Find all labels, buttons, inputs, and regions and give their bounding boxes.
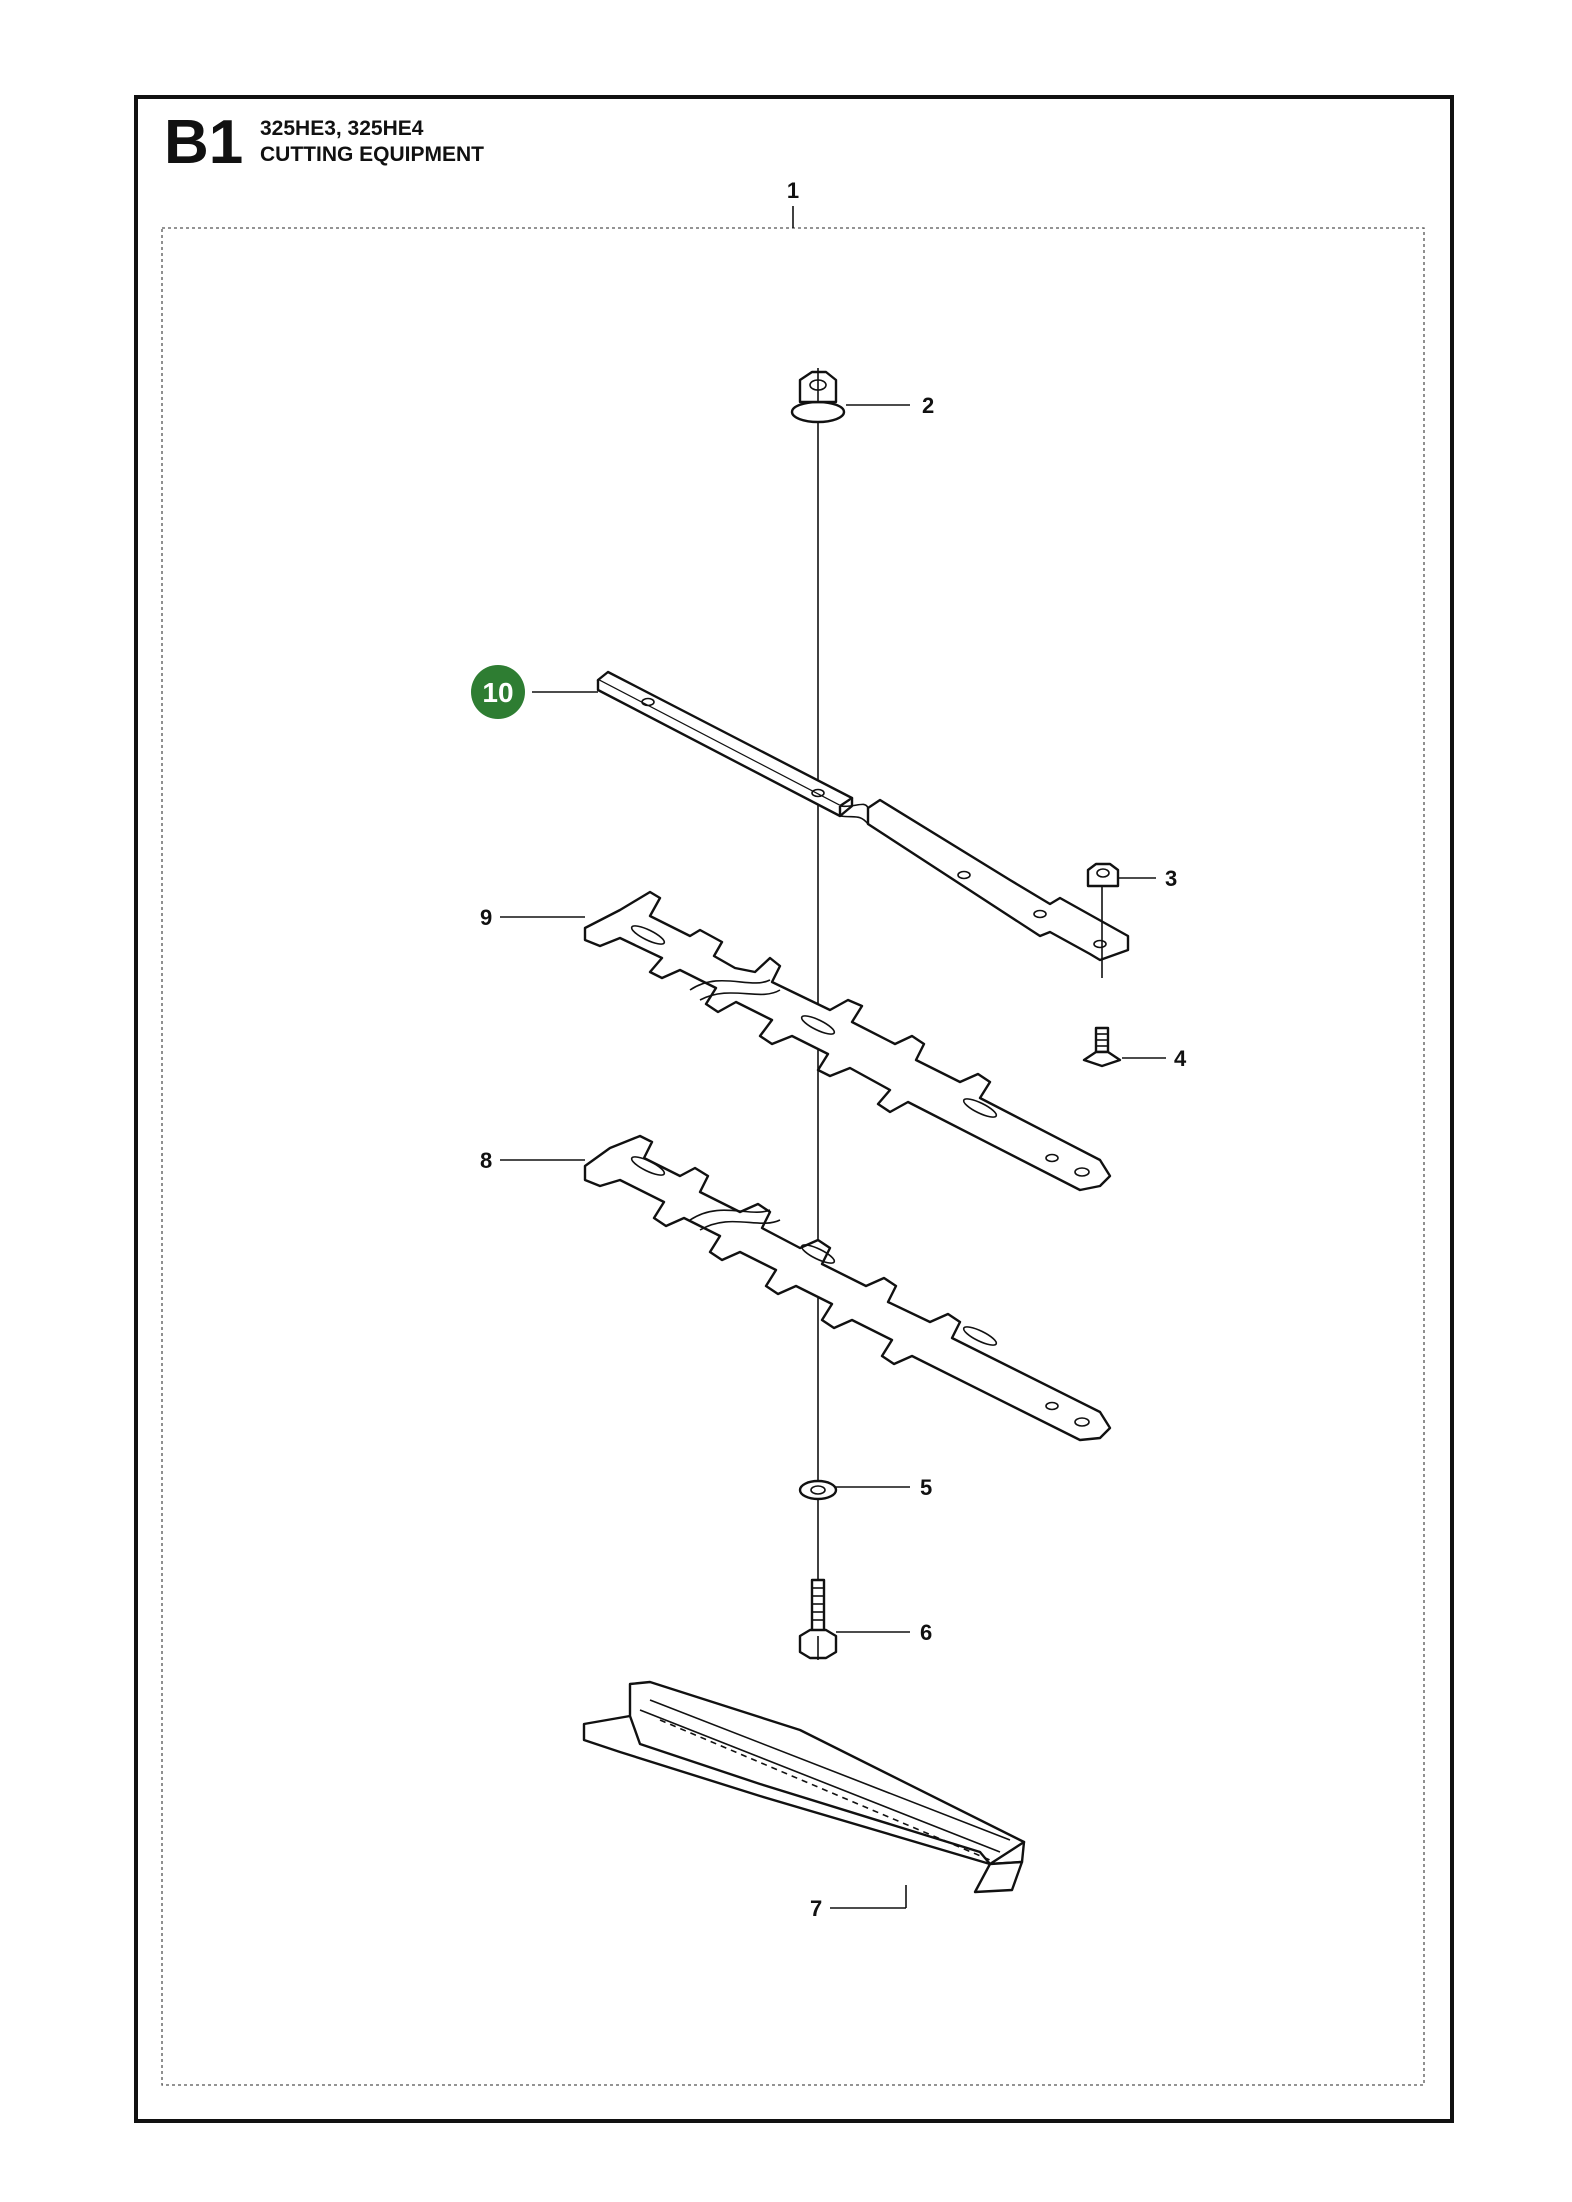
part-5-washer[interactable] — [798, 1479, 838, 1501]
callout-10-badge — [471, 665, 525, 719]
callout-3[interactable]: 3 — [1165, 866, 1177, 891]
callout-8[interactable]: 8 — [480, 1148, 492, 1173]
part-6-bolt[interactable] — [798, 1578, 838, 1660]
section-code: B1 — [164, 108, 244, 177]
callout-10[interactable]: 10 — [482, 677, 513, 708]
part-7-blade-guard[interactable] — [582, 1680, 1026, 1894]
callout-9[interactable]: 9 — [480, 905, 492, 930]
callout-7[interactable]: 7 — [810, 1896, 822, 1921]
part-3-nut[interactable] — [1086, 862, 1120, 978]
callout-6[interactable]: 6 — [920, 1620, 932, 1645]
part-10-support-bar[interactable] — [596, 670, 1130, 962]
part-2-flange-nut[interactable] — [790, 370, 846, 424]
part-4-screw[interactable] — [1082, 1026, 1122, 1068]
callout-2[interactable]: 2 — [922, 393, 934, 418]
page-frame — [134, 95, 1454, 2123]
callout-1[interactable]: 1 — [787, 178, 799, 203]
section-title: CUTTING EQUIPMENT — [260, 143, 484, 166]
callout-4[interactable]: 4 — [1174, 1046, 1187, 1071]
model-numbers: 325HE3, 325HE4 — [260, 117, 424, 140]
part-9-upper-blade[interactable] — [583, 890, 1112, 1192]
callout-5[interactable]: 5 — [920, 1475, 932, 1500]
part-8-lower-blade[interactable] — [583, 1134, 1112, 1442]
